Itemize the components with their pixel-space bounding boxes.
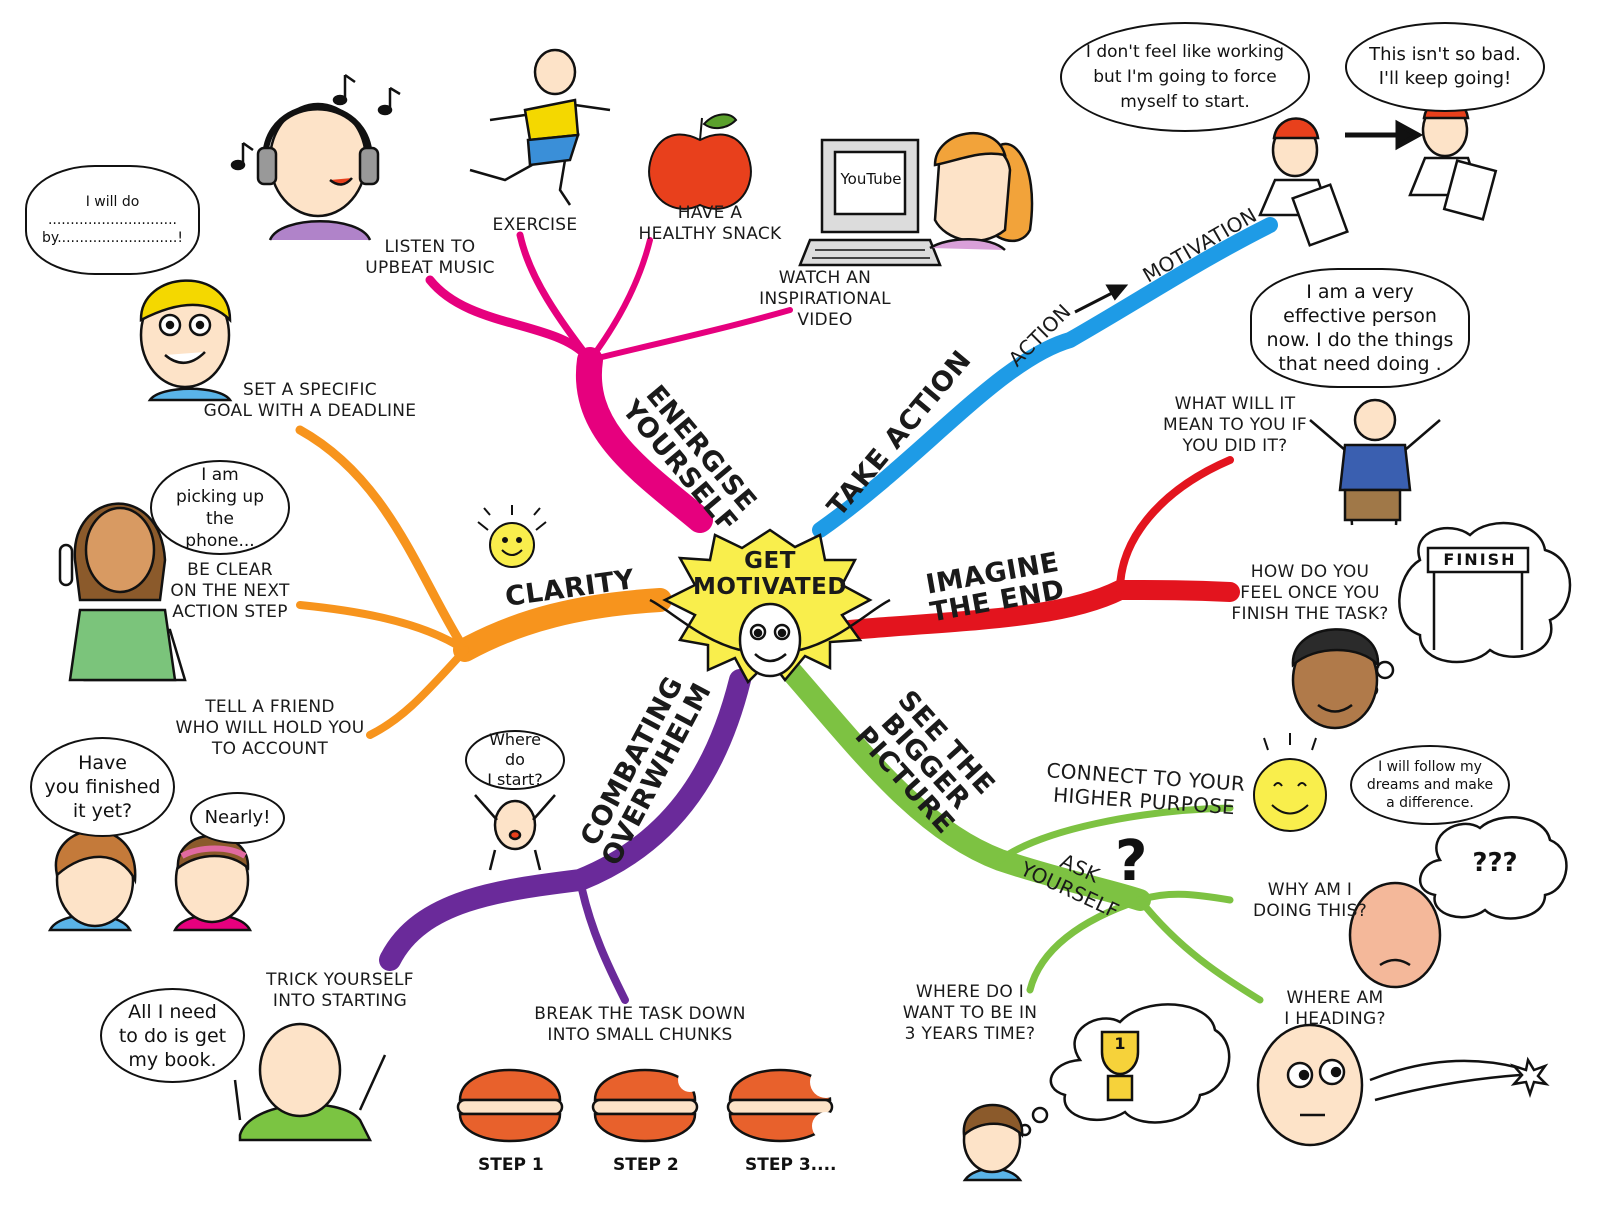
music-notes-icon: [230, 73, 401, 171]
label-step-2: STEP 2: [613, 1155, 679, 1175]
sun-face-icon: [477, 505, 547, 568]
person-girl-headband: [172, 834, 253, 932]
branch-clarity-lines: [295, 425, 672, 739]
bubble-effective: I am a very effective person now. I do t…: [1250, 268, 1470, 388]
person-phone-girl: [58, 502, 177, 682]
label-exercise: EXERCISE: [492, 215, 578, 235]
bubble-phone: I am picking up the phone...: [150, 460, 290, 555]
label-step-1: STEP 1: [478, 1155, 544, 1175]
label-how-feel: HOW DO YOU FEEL ONCE YOU FINISH THE TASK…: [1231, 562, 1389, 624]
person-running: [469, 48, 611, 206]
shooting-star-icon: [1369, 1056, 1550, 1102]
branch-energise-lines: [425, 231, 793, 533]
person-blond-boy: [139, 279, 233, 402]
finish-thought-cloud: [1365, 521, 1572, 697]
person-scared: [474, 794, 556, 871]
label-step-3: STEP 3....: [745, 1155, 837, 1175]
burger-step-3: [726, 1066, 842, 1143]
bubble-not-bad: This isn't so bad. I'll keep going!: [1345, 22, 1545, 112]
label-where-3-years: WHERE DO I WANT TO BE IN 3 YEARS TIME?: [902, 982, 1038, 1044]
bubble-book: All I need to do is get my book.: [100, 988, 245, 1083]
label-specific-goal: SET A SPECIFIC GOAL WITH A DEADLINE: [203, 380, 417, 421]
smiley-sun-icon: [1253, 733, 1327, 832]
bubble-dreams: I will follow my dreams and make a diffe…: [1350, 745, 1510, 825]
finish-sign: FINISH: [1443, 550, 1517, 569]
bubble-finished: Have you finished it yet?: [30, 737, 175, 837]
label-what-mean: WHAT WILL IT MEAN TO YOU IF YOU DID IT?: [1162, 394, 1307, 456]
youtube-sign: YouTube: [840, 170, 902, 188]
trophy-thought-cloud: [1018, 1003, 1231, 1137]
branch-bigger-lines: [779, 659, 1264, 1004]
trophy-number: 1: [1114, 1034, 1126, 1053]
bubble-nearly: Nearly!: [190, 792, 285, 844]
person-music: [256, 102, 380, 241]
computer-icon: [798, 138, 942, 267]
bubble-dont-feel: I don't feel like working but I'm going …: [1060, 22, 1310, 132]
burger-step-2: [591, 1068, 702, 1143]
label-why-am-i: WHY AM I DOING THIS?: [1252, 880, 1368, 921]
label-video: WATCH AN INSPIRATIONAL VIDEO: [759, 268, 891, 330]
label-next-action: BE CLEAR ON THE NEXT ACTION STEP: [170, 560, 290, 622]
label-music: LISTEN TO UPBEAT MUSIC: [365, 237, 495, 278]
person-curly-hair: [1291, 628, 1380, 730]
person-girl-dreaming: [962, 1103, 1024, 1182]
person-bald-pointing: [233, 1022, 387, 1142]
person-boy-worried: [1258, 117, 1349, 247]
bubble-will-do: I will do ............................. …: [25, 165, 200, 275]
label-trick-yourself: TRICK YOURSELF INTO STARTING: [266, 970, 414, 1011]
person-watching: [929, 131, 1034, 251]
arrow-action-motivation: [1074, 284, 1129, 314]
label-tell-friend: TELL A FRIEND WHO WILL HOLD YOU TO ACCOU…: [175, 697, 365, 759]
label-snack: HAVE A HEALTHY SNACK: [638, 203, 782, 244]
bubble-where-start: Where do I start?: [465, 730, 565, 790]
label-break-task: BREAK THE TASK DOWN INTO SMALL CHUNKS: [534, 1004, 746, 1045]
center-title: GET MOTIVATED: [693, 548, 847, 600]
person-bald-looking: [1256, 1023, 1364, 1147]
qqq-sign: ???: [1472, 848, 1518, 878]
person-arms-up: [1309, 398, 1441, 526]
question-mark-icon: ?: [1115, 829, 1147, 894]
center-character: [649, 598, 891, 678]
burger-step-1: [456, 1068, 564, 1143]
arrow-person-to-person: [1345, 119, 1424, 151]
person-bald-confused: [1348, 881, 1442, 989]
apple-icon: [648, 113, 752, 210]
person-boy-happy: [1408, 97, 1498, 221]
label-where-heading: WHERE AM I HEADING?: [1284, 988, 1386, 1029]
branch-overwhelm-lines: [379, 669, 751, 1004]
branch-take-action-lines: [812, 217, 1278, 538]
branch-imagine-lines: [840, 456, 1240, 640]
person-girl-asking: [47, 829, 137, 932]
